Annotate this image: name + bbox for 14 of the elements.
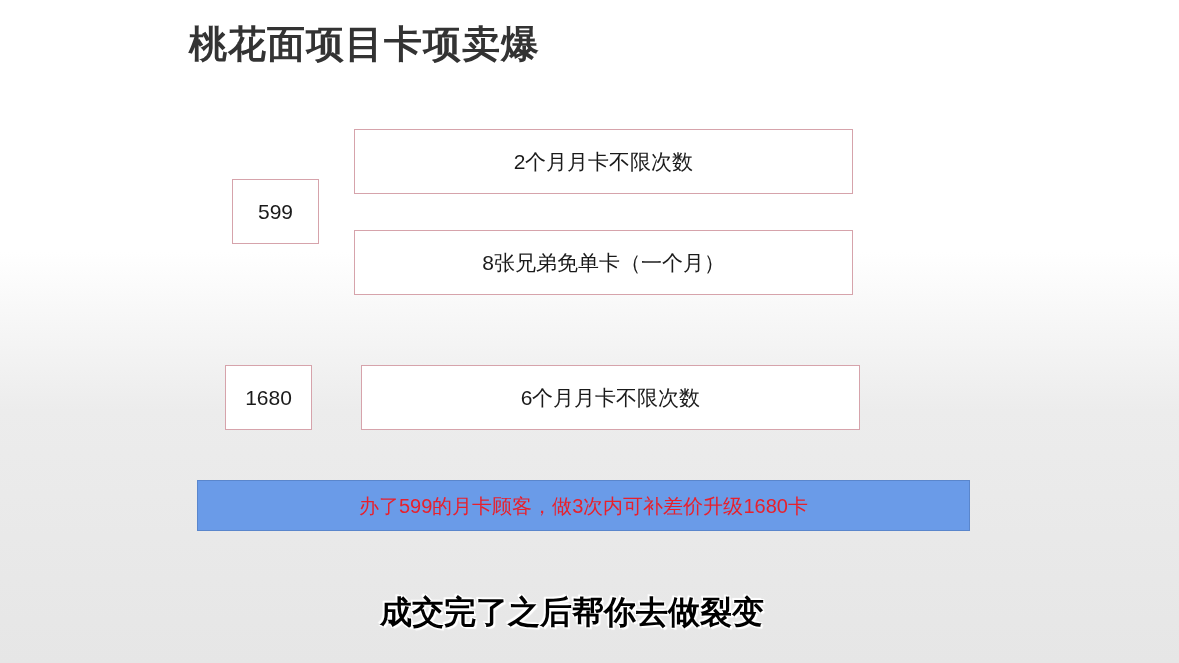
note-band xyxy=(197,480,970,531)
card-box xyxy=(232,179,319,244)
note-text: 办了599的月卡顾客，做3次内可补差价升级1680卡 xyxy=(359,495,808,516)
card-text: 8张兄弟免单卡（一个月） xyxy=(482,252,725,273)
card-box xyxy=(354,230,853,295)
title: 桃花面项目卡项卖爆 xyxy=(189,22,540,67)
card-text: 1680 xyxy=(245,387,292,408)
card-text: 6个月月卡不限次数 xyxy=(520,387,701,408)
card-box xyxy=(354,129,853,194)
card-text: 599 xyxy=(257,201,293,222)
subtitle-caption: 成交完了之后帮你去做裂变 xyxy=(380,593,764,632)
card-box xyxy=(225,365,312,430)
card-text: 2个月月卡不限次数 xyxy=(513,151,694,172)
card-box xyxy=(361,365,860,430)
